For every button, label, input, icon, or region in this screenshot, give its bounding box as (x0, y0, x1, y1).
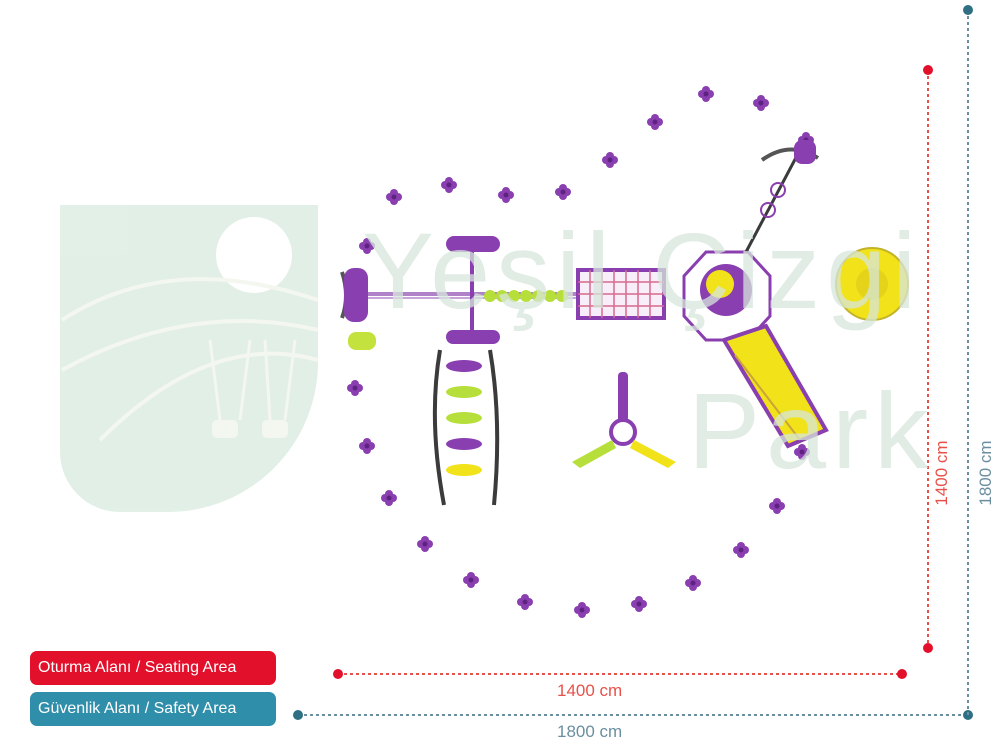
upper-ladder (744, 140, 820, 253)
dimension-lines (293, 5, 973, 720)
slide (720, 323, 829, 449)
net-bridge (576, 268, 666, 320)
center-post (446, 236, 500, 344)
outer-width-label: 1800 cm (557, 722, 623, 741)
park-logo-icon (60, 205, 319, 512)
spinning-cup (835, 247, 909, 321)
watermark-line1: Yeşil Çizgi (362, 210, 923, 331)
watermark-line2: Park (688, 370, 935, 491)
safety-area-legend: Güvenlik Alanı / Safety Area (30, 692, 276, 726)
left-end-climber (340, 268, 376, 350)
spinner (572, 372, 676, 468)
horizontal-beam (368, 290, 580, 302)
inner-width-label: 1400 cm (557, 681, 623, 700)
outer-height-label: 1800 cm (976, 440, 995, 506)
ladder-climber (432, 349, 500, 506)
inner-height-label: 1400 cm (932, 440, 951, 506)
seating-area-legend: Oturma Alanı / Seating Area (30, 651, 276, 685)
